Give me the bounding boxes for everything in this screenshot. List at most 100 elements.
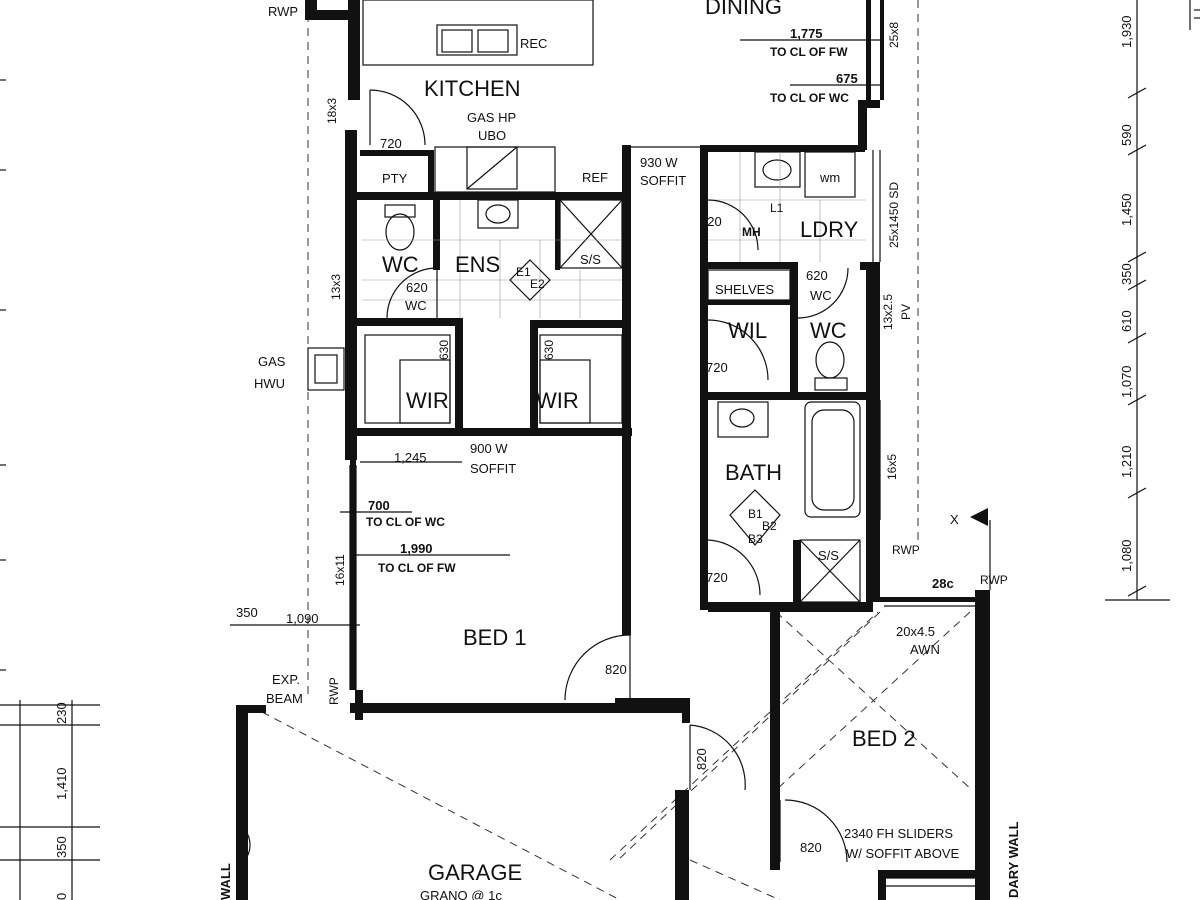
dim-350: 350	[236, 605, 258, 620]
note-ubo: UBO	[478, 128, 506, 143]
room-dining: DINING	[705, 0, 782, 19]
note-shower-bath: S/S	[818, 548, 839, 563]
right-margin-ticks	[0, 0, 1200, 671]
note-620: 620	[406, 280, 428, 295]
room-garage: GARAGE	[428, 860, 522, 885]
dim-675: 675	[836, 71, 858, 86]
room-bed-2: BED 2	[852, 726, 916, 751]
room-wc-ensuite: WC	[382, 252, 419, 277]
right-dim-3: 1,450	[1119, 193, 1134, 226]
left-dimension-string	[0, 700, 100, 900]
note-soffit-930: 930 W	[640, 155, 678, 170]
note-soffit-930b: SOFFIT	[640, 173, 686, 188]
note-28c: 28c	[932, 576, 954, 591]
dim-18x3: 18x3	[325, 98, 339, 124]
dim-700: 700	[368, 498, 390, 513]
dim-16x5: 16x5	[885, 454, 899, 480]
dim-1775: 1,775	[790, 26, 823, 41]
right-dim-6: 1,070	[1119, 365, 1134, 398]
dim-1990: 1,990	[400, 541, 433, 556]
note-shower-ens: S/S	[580, 252, 601, 267]
door-720-bath: 720	[706, 570, 728, 585]
dim-13x25: 13x2.5	[881, 294, 895, 330]
note-mh: MH	[742, 225, 761, 239]
note-rwp-right: RWP	[980, 573, 1008, 587]
note-boundary-wall: DARY WALL	[1006, 821, 1021, 898]
note-garage-floor: GRANO @ 1c	[420, 888, 502, 900]
left-dim-4: 0	[54, 893, 69, 900]
dim-1990-note: TO CL OF FW	[378, 561, 456, 575]
note-gas-hp: GAS HP	[467, 110, 516, 125]
note-620-right: 620	[806, 268, 828, 283]
room-pantry: PTY	[382, 171, 408, 186]
note-rwp-left: RWP	[327, 677, 341, 705]
right-dim-7: 1,210	[1119, 445, 1134, 478]
door-swings	[244, 89, 849, 863]
door-820-garage: 820	[694, 748, 709, 770]
note-awn: AWN	[910, 642, 940, 657]
room-wc-right: WC	[810, 318, 847, 343]
dim-1245: 1,245	[394, 450, 427, 465]
note-section-x: X	[950, 512, 959, 527]
dimension-lines	[230, 39, 991, 626]
note-ref: REF	[582, 170, 608, 185]
room-labels: DINING KITCHEN PTY WC ENS WIR WIR BED 1 …	[382, 0, 916, 885]
section-marker-arrow	[970, 508, 988, 526]
left-dim-3: 350	[54, 836, 69, 858]
note-beam: BEAM	[266, 691, 303, 706]
dim-16x11: 16x11	[333, 554, 347, 586]
room-laundry: LDRY	[800, 217, 859, 242]
dim-13x3: 13x3	[329, 274, 343, 300]
door-820-bed2: 820	[800, 840, 822, 855]
note-rwp-top: RWP	[268, 4, 298, 19]
annotations: RWP REC GAS HP UBO REF 930 W SOFFIT S/S …	[218, 4, 1021, 900]
door-820-bed1: 820	[605, 662, 627, 677]
note-e2: E2	[530, 277, 545, 291]
right-dim-2: 590	[1119, 124, 1134, 146]
note-hwu: HWU	[254, 376, 285, 391]
right-dimension-labels: 1,930 590 1,450 350 610 1,070 1,210 1,08…	[1119, 15, 1134, 572]
note-l1: L1	[770, 201, 784, 215]
door-720-wil: 720	[706, 360, 728, 375]
dim-675-note: TO CL OF WC	[770, 91, 849, 105]
left-dim-1: 230	[54, 702, 69, 724]
right-dim-8: 1,080	[1119, 539, 1134, 572]
note-rwp-mid: RWP	[892, 543, 920, 557]
note-b1: B1	[748, 507, 763, 521]
note-awn-size: 20x4.5	[896, 624, 935, 639]
note-b3: B3	[748, 532, 763, 546]
right-dim-5: 610	[1119, 310, 1134, 332]
left-dimension-labels: 230 1,410 350 0	[54, 702, 69, 900]
dim-1090: 1,090	[286, 611, 319, 626]
right-dim-1: 1,930	[1119, 15, 1134, 48]
note-e1: E1	[516, 265, 531, 279]
note-sliders-soffit: W/ SOFFIT ABOVE	[846, 846, 959, 861]
room-bath: BATH	[725, 460, 782, 485]
note-soffit-900: 900 W	[470, 441, 508, 456]
note-rec: REC	[520, 36, 547, 51]
note-sliders: 2340 FH SLIDERS	[844, 826, 953, 841]
dim-630-left: 630	[437, 340, 451, 360]
note-b2: B2	[762, 519, 777, 533]
note-620-wc: WC	[405, 298, 427, 313]
right-dimension-string	[1105, 0, 1170, 601]
note-wall-left: WALL	[218, 863, 233, 900]
door-720-ldry: 720	[700, 214, 722, 229]
windows	[349, 150, 975, 887]
dim-700-note: TO CL OF WC	[366, 515, 445, 529]
room-wir-left: WIR	[406, 388, 449, 413]
dim-1775-note: TO CL OF FW	[770, 45, 848, 59]
note-gas: GAS	[258, 354, 286, 369]
note-soffit-900b: SOFFIT	[470, 461, 516, 476]
room-wir-right: WIR	[536, 388, 579, 413]
dimension-labels: 1,775 TO CL OF FW 675 TO CL OF WC 25x8 1…	[236, 22, 913, 626]
dim-25x1450: 25x1450 SD	[887, 182, 901, 248]
room-wil: WIL	[728, 318, 767, 343]
dim-25x8: 25x8	[887, 22, 901, 48]
right-dim-4: 350	[1119, 263, 1134, 285]
door-720-kitchen: 720	[380, 136, 402, 151]
fixtures	[307, 0, 866, 603]
dim-630-right: 630	[542, 340, 556, 360]
note-exp: EXP.	[272, 672, 300, 687]
